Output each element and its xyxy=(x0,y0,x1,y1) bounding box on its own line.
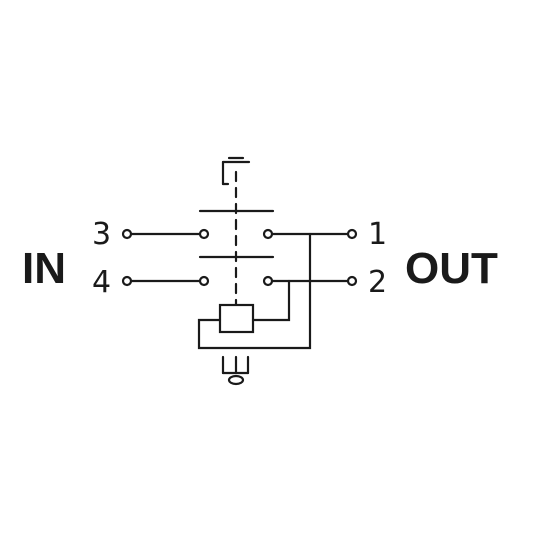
wire-terminal-3 xyxy=(121,228,210,240)
lower-signal-symbol xyxy=(221,355,250,386)
terminal-label-1: 1 xyxy=(368,217,387,252)
wire-terminal-4 xyxy=(121,275,210,287)
indicator-lamp xyxy=(218,303,255,334)
actuator-symbol xyxy=(221,156,251,186)
terminal-label-4: 4 xyxy=(92,265,111,300)
lamp-wire-inner xyxy=(251,279,291,322)
lamp-wire-outer xyxy=(197,232,312,350)
label-in: IN xyxy=(22,244,66,293)
label-out: OUT xyxy=(405,244,498,293)
terminal-label-2: 2 xyxy=(368,265,387,300)
terminal-label-3: 3 xyxy=(92,217,111,252)
